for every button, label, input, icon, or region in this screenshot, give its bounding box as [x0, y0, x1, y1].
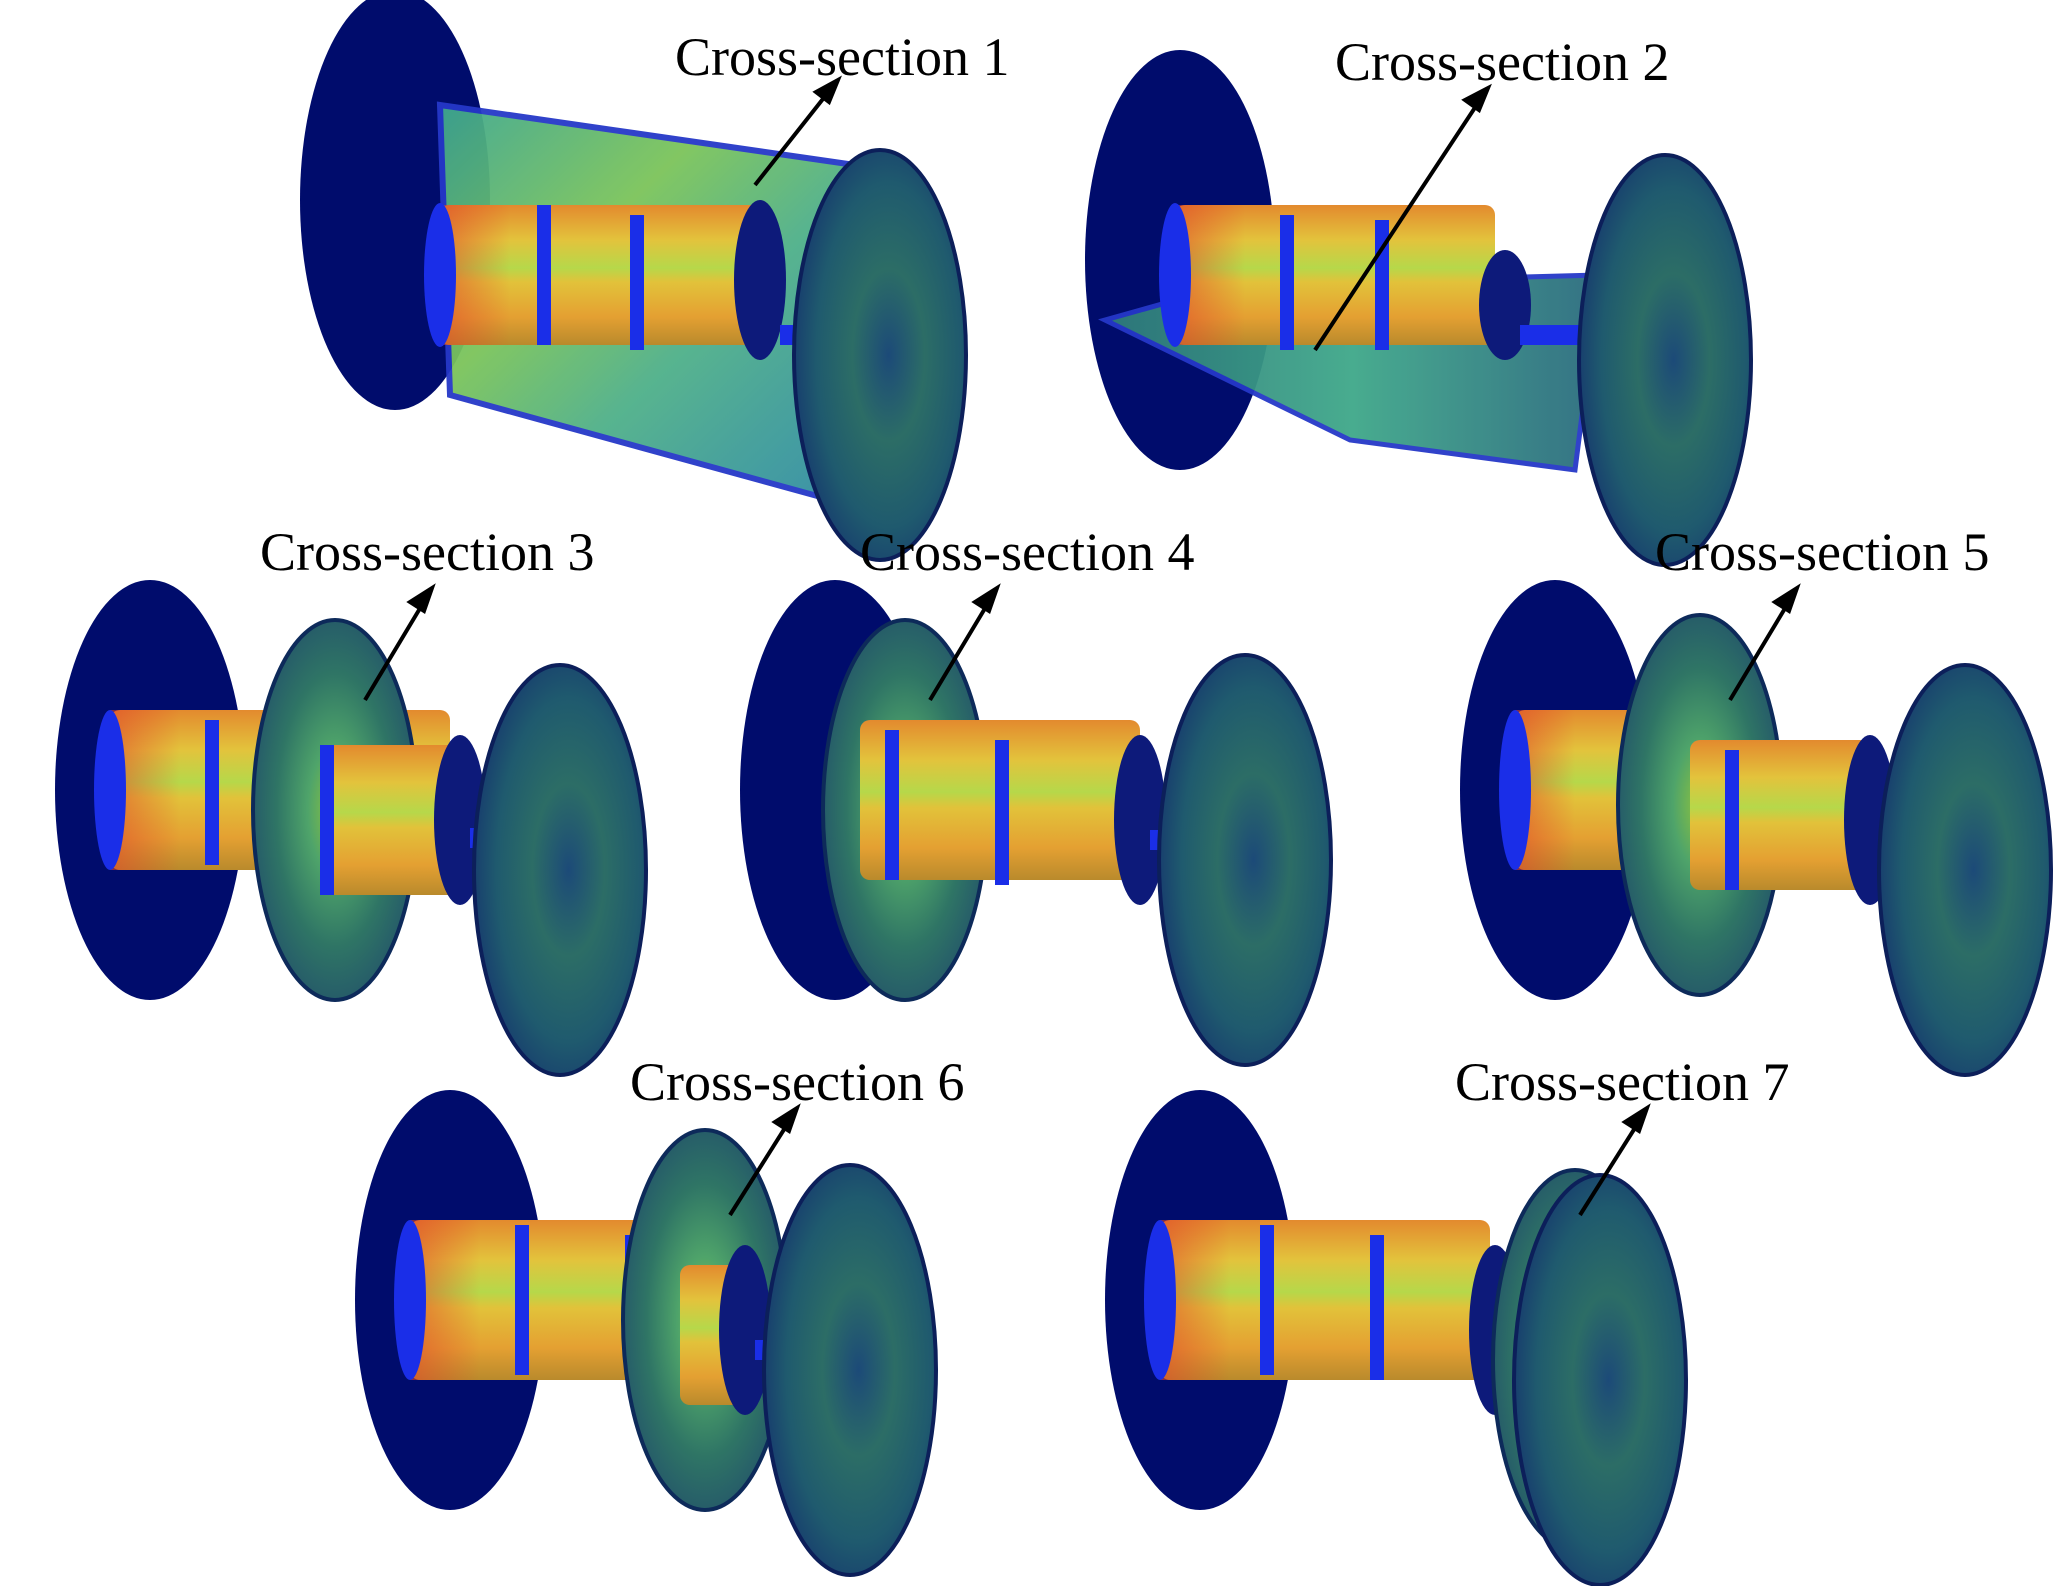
panel-cross-section-6 [355, 1090, 938, 1577]
label-cross-section-7: Cross-section 7 [1455, 1052, 1789, 1112]
label-cross-section-6: Cross-section 6 [630, 1052, 964, 1112]
arrow-cross-section-1 [753, 75, 842, 187]
panel-cross-section-3 [55, 580, 648, 1077]
label-cross-section-1: Cross-section 1 [675, 27, 1009, 87]
panel-cross-section-2 [1085, 50, 1753, 567]
label-cross-section-5: Cross-section 5 [1655, 522, 1989, 582]
panel-cross-section-5 [1460, 580, 2053, 1077]
arrow-cross-section-7 [1578, 1103, 1651, 1217]
panel-cross-section-1 [300, 0, 968, 562]
arrow-cross-section-6 [728, 1103, 801, 1217]
arrow-cross-section-4 [928, 583, 1001, 702]
panel-cross-section-4 [740, 580, 1333, 1067]
label-cross-section-3: Cross-section 3 [260, 522, 594, 582]
arrow-cross-section-5 [1728, 583, 1801, 702]
panel-cross-section-7 [1105, 1090, 1688, 1586]
arrow-cross-section-2 [1313, 83, 1492, 352]
label-cross-section-4: Cross-section 4 [860, 522, 1194, 582]
arrow-cross-section-3 [363, 583, 436, 702]
label-cross-section-2: Cross-section 2 [1335, 32, 1669, 92]
